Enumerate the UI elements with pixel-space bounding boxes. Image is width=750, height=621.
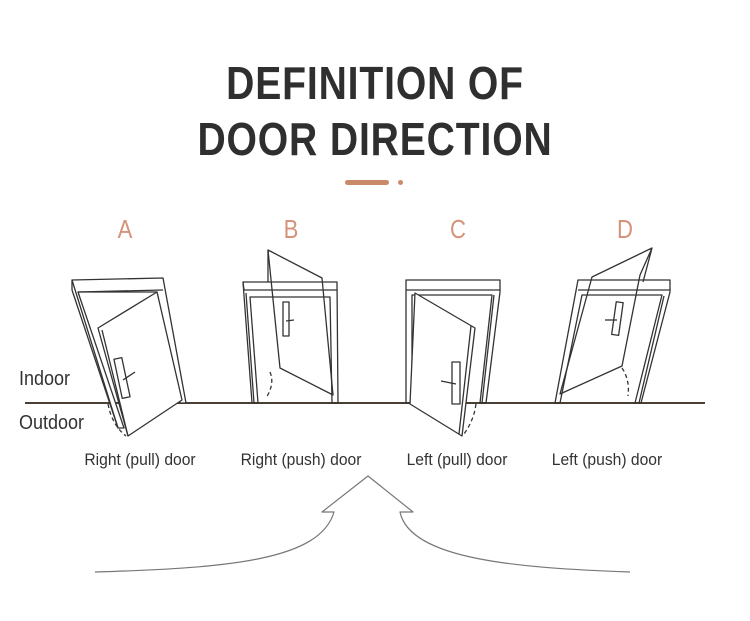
title-line-1: DEFINITION OF	[226, 57, 524, 109]
indoor-label: Indoor	[19, 368, 71, 390]
door-c-drawing	[405, 279, 501, 437]
door-label-c: Left (pull) door	[406, 450, 508, 469]
door-letter-a: A	[117, 214, 133, 244]
door-d-drawing	[554, 247, 671, 404]
up-arrow-icon	[94, 475, 631, 573]
door-a-drawing	[71, 277, 187, 437]
outdoor-label: Outdoor	[19, 412, 85, 434]
door-label-d: Left (push) door	[551, 450, 663, 469]
door-b-drawing	[242, 249, 339, 404]
door-letter-c: C	[450, 214, 466, 244]
door-letter-d: D	[617, 214, 633, 244]
door-label-a: Right (pull) door	[84, 450, 196, 469]
door-letter-b: B	[283, 214, 299, 244]
divider-bar	[345, 180, 389, 185]
door-label-b: Right (push) door	[240, 450, 362, 469]
divider-dot	[398, 180, 403, 185]
title-line-2: DOOR DIRECTION	[197, 113, 553, 165]
